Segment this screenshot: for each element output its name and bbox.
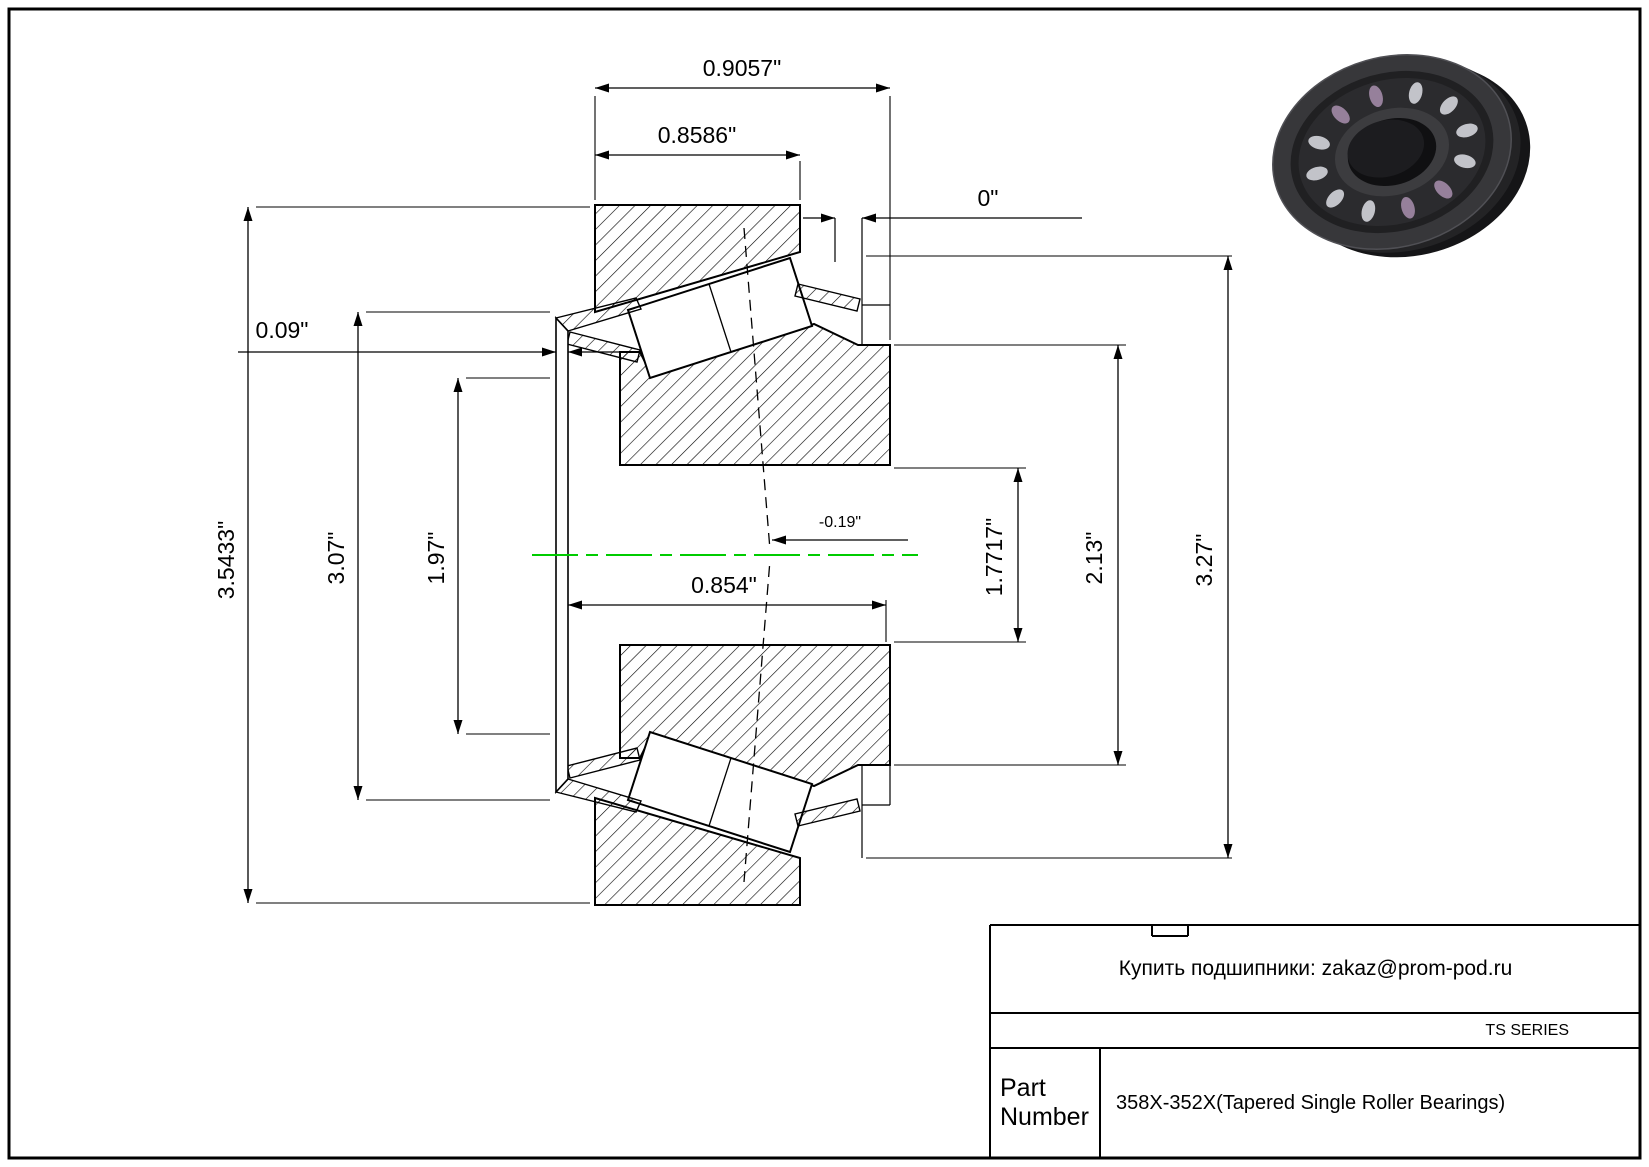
dim-label-1-97: 1.97" — [423, 532, 449, 585]
extension-lines — [256, 96, 1232, 904]
cage-bottom-right — [794, 798, 861, 827]
flange-bottom-lip — [554, 778, 642, 813]
dim-label-0-8586: 0.8586" — [658, 122, 737, 148]
cage-top-right — [794, 283, 861, 312]
cup-bottom-section — [594, 796, 801, 906]
dim-label-0-854: 0.854" — [691, 572, 757, 598]
dim-label-3-5433: 3.5433" — [213, 521, 239, 600]
dim-label-2-13: 2.13" — [1081, 532, 1107, 585]
dimension-lines — [238, 83, 1233, 903]
part-number-value: 358X-352X(Tapered Single Roller Bearings… — [1116, 1092, 1506, 1114]
sheet-border — [7, 7, 1642, 1160]
dim-label-1-7717: 1.7717" — [981, 518, 1007, 597]
roller-top-midline — [708, 283, 732, 353]
dim-label-0-9057: 0.9057" — [703, 55, 782, 81]
part-number-label: Part Number — [1000, 1074, 1089, 1131]
cup-top-section — [594, 204, 801, 314]
bearing-rollers — [1306, 82, 1478, 222]
roller-bottom-midline — [708, 757, 732, 827]
dim-label-0: 0" — [978, 185, 999, 211]
bearing-cross-section — [554, 204, 891, 906]
dim-label-0-09: 0.09" — [256, 317, 309, 343]
step-edges — [834, 218, 891, 858]
flange-top-lip — [554, 297, 642, 332]
cage-bottom-left — [566, 747, 641, 779]
dim-label-3-27: 3.27" — [1191, 534, 1217, 587]
contact-text: Купить подшипники: zakaz@prom-pod.ru — [1118, 957, 1513, 980]
dim-label-3-07: 3.07" — [323, 532, 349, 585]
cage-top-left — [566, 331, 641, 363]
dim-label-minus-0-19: -0.19" — [819, 514, 861, 531]
series-label: TS SERIES — [1485, 1022, 1569, 1039]
bearing-3d-image — [1272, 54, 1531, 258]
title-block-frame — [989, 924, 1641, 1158]
